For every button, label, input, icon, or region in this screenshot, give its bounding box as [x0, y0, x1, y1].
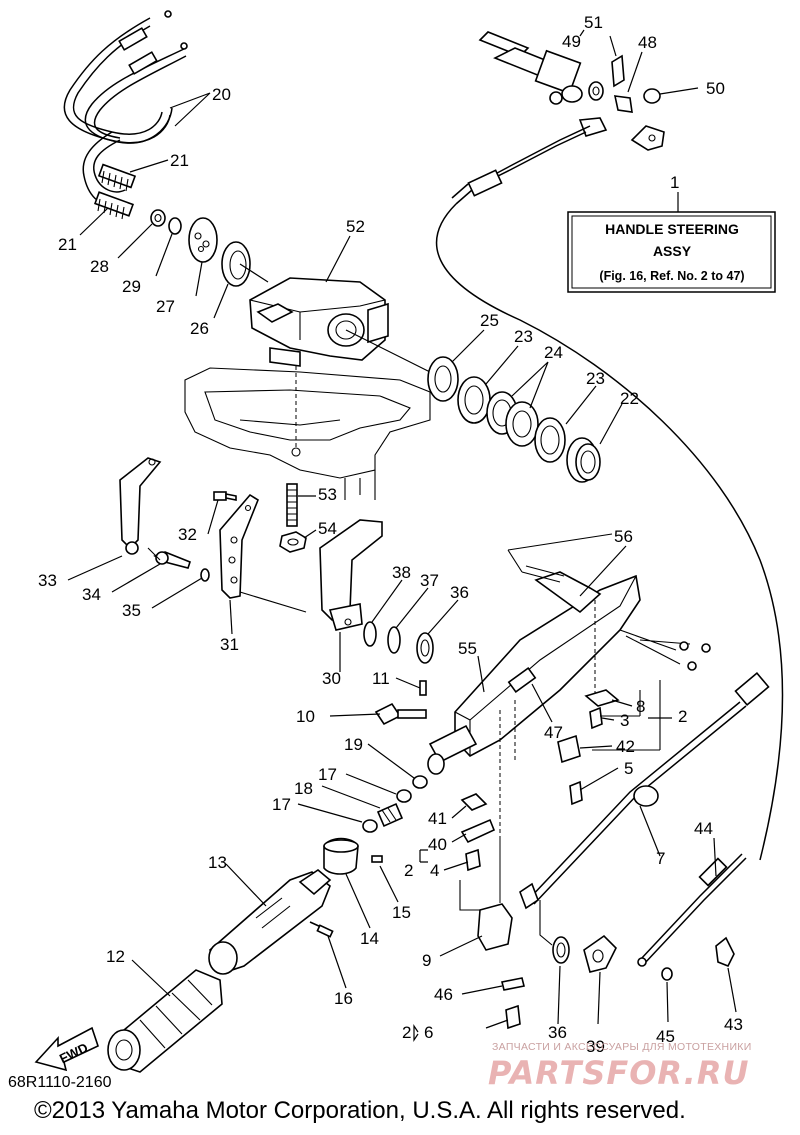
callout-2-lower: 2 [402, 1023, 411, 1042]
washers-22-25 [427, 356, 601, 483]
cable-retainer-parts [150, 209, 251, 287]
callout-23-upper: 23 [514, 327, 533, 346]
tiller-handle-body [427, 565, 711, 910]
callout-33: 33 [38, 571, 57, 590]
callout-16: 16 [334, 989, 353, 1008]
callout-54: 54 [318, 519, 337, 538]
screws-10-11 [374, 680, 427, 726]
callout-21-lower: 21 [58, 235, 77, 254]
callout-21-upper: 21 [170, 151, 189, 170]
callout-20: 20 [212, 85, 231, 104]
lower-bracket-parts [460, 793, 525, 1030]
callout-28: 28 [90, 257, 109, 276]
clips-and-screws [557, 689, 620, 806]
callout-56: 56 [614, 527, 633, 546]
callout-43: 43 [724, 1015, 743, 1034]
assy-box-line3: (Fig. 16, Ref. No. 2 to 47) [599, 269, 744, 283]
callout-51: 51 [584, 13, 603, 32]
callout-8: 8 [636, 697, 645, 716]
washer-36-and-39 [552, 934, 617, 973]
callout-42: 42 [616, 737, 635, 756]
sleeve-14 [323, 837, 383, 875]
callout-numbers: 20 21 21 28 29 27 26 52 51 49 48 50 1 25… [38, 13, 743, 1056]
callout-12: 12 [106, 947, 125, 966]
callout-34: 34 [82, 585, 101, 604]
callout-2-middle: 2 [404, 861, 413, 880]
cable-end-fittings [435, 31, 784, 861]
callout-38: 38 [392, 563, 411, 582]
callout-17-lower: 17 [272, 795, 291, 814]
callout-47: 47 [544, 723, 563, 742]
cable-44 [637, 853, 747, 981]
callout-32: 32 [178, 525, 197, 544]
callout-36-lower: 36 [548, 1023, 567, 1042]
callout-52: 52 [346, 217, 365, 236]
throttle-shaft-13 [208, 869, 334, 975]
callout-49: 49 [562, 32, 581, 51]
callout-31: 31 [220, 635, 239, 654]
callout-17-upper: 17 [318, 765, 337, 784]
grip-12 [107, 969, 223, 1073]
throttle-stop-parts [362, 775, 428, 833]
callout-30: 30 [322, 669, 341, 688]
callout-46: 46 [434, 985, 453, 1004]
assy-box-line2: ASSY [653, 243, 692, 259]
callout-29: 29 [122, 277, 141, 296]
callout-55: 55 [458, 639, 477, 658]
steering-bracket-52 [249, 277, 389, 367]
throttle-cables [63, 10, 188, 220]
callout-10: 10 [296, 707, 315, 726]
callout-19: 19 [344, 735, 363, 754]
callout-2-upper: 2 [678, 707, 687, 726]
callout-1: 1 [670, 173, 679, 192]
fwd-arrow: FWD [34, 1026, 99, 1072]
callout-14: 14 [360, 929, 379, 948]
callout-7: 7 [656, 849, 665, 868]
diagram-code: 68R1110-2160 [8, 1074, 112, 1091]
callout-18: 18 [294, 779, 313, 798]
lever-30 [319, 519, 383, 631]
callout-27: 27 [156, 297, 175, 316]
callout-45: 45 [656, 1027, 675, 1046]
cable-7 [519, 671, 770, 910]
callout-22: 22 [620, 389, 639, 408]
assy-note-box: HANDLE STEERING ASSY (Fig. 16, Ref. No. … [567, 192, 776, 293]
callout-37: 37 [420, 571, 439, 590]
callout-15: 15 [392, 903, 411, 922]
callout-36-upper: 36 [450, 583, 469, 602]
washers-36-38 [363, 621, 434, 664]
callout-35: 35 [122, 601, 141, 620]
callout-53: 53 [318, 485, 337, 504]
stud-and-nut [279, 483, 307, 553]
callout-40: 40 [428, 835, 447, 854]
callout-39: 39 [586, 1037, 605, 1056]
callout-leaders [67, 29, 737, 1042]
cowling-frame-outline [184, 366, 431, 500]
callout-5: 5 [624, 759, 633, 778]
copyright-notice: ©2013 Yamaha Motor Corporation, U.S.A. A… [34, 1097, 686, 1124]
callout-6: 6 [424, 1023, 433, 1042]
callout-9: 9 [422, 951, 431, 970]
callout-3: 3 [620, 711, 629, 730]
callout-26: 26 [190, 319, 209, 338]
callout-4: 4 [430, 861, 439, 880]
watermark-tagline: ЗАПЧАСТИ И АКСЕССУАРЫ ДЛЯ МОТОТЕХНИКИ [492, 1041, 752, 1053]
brackets-31-35 [119, 457, 259, 599]
callout-50: 50 [706, 79, 725, 98]
callout-23-lower: 23 [586, 369, 605, 388]
callout-48: 48 [638, 33, 657, 52]
callout-25: 25 [480, 311, 499, 330]
callout-11: 11 [372, 669, 390, 688]
callout-41: 41 [428, 809, 447, 828]
assy-box-line1: HANDLE STEERING [605, 221, 739, 237]
connector-lines [147, 533, 661, 946]
callout-44: 44 [694, 819, 713, 838]
watermark-brand: PARTSFOR.RU [488, 1054, 750, 1092]
callout-13: 13 [208, 853, 227, 872]
callout-24: 24 [544, 343, 563, 362]
